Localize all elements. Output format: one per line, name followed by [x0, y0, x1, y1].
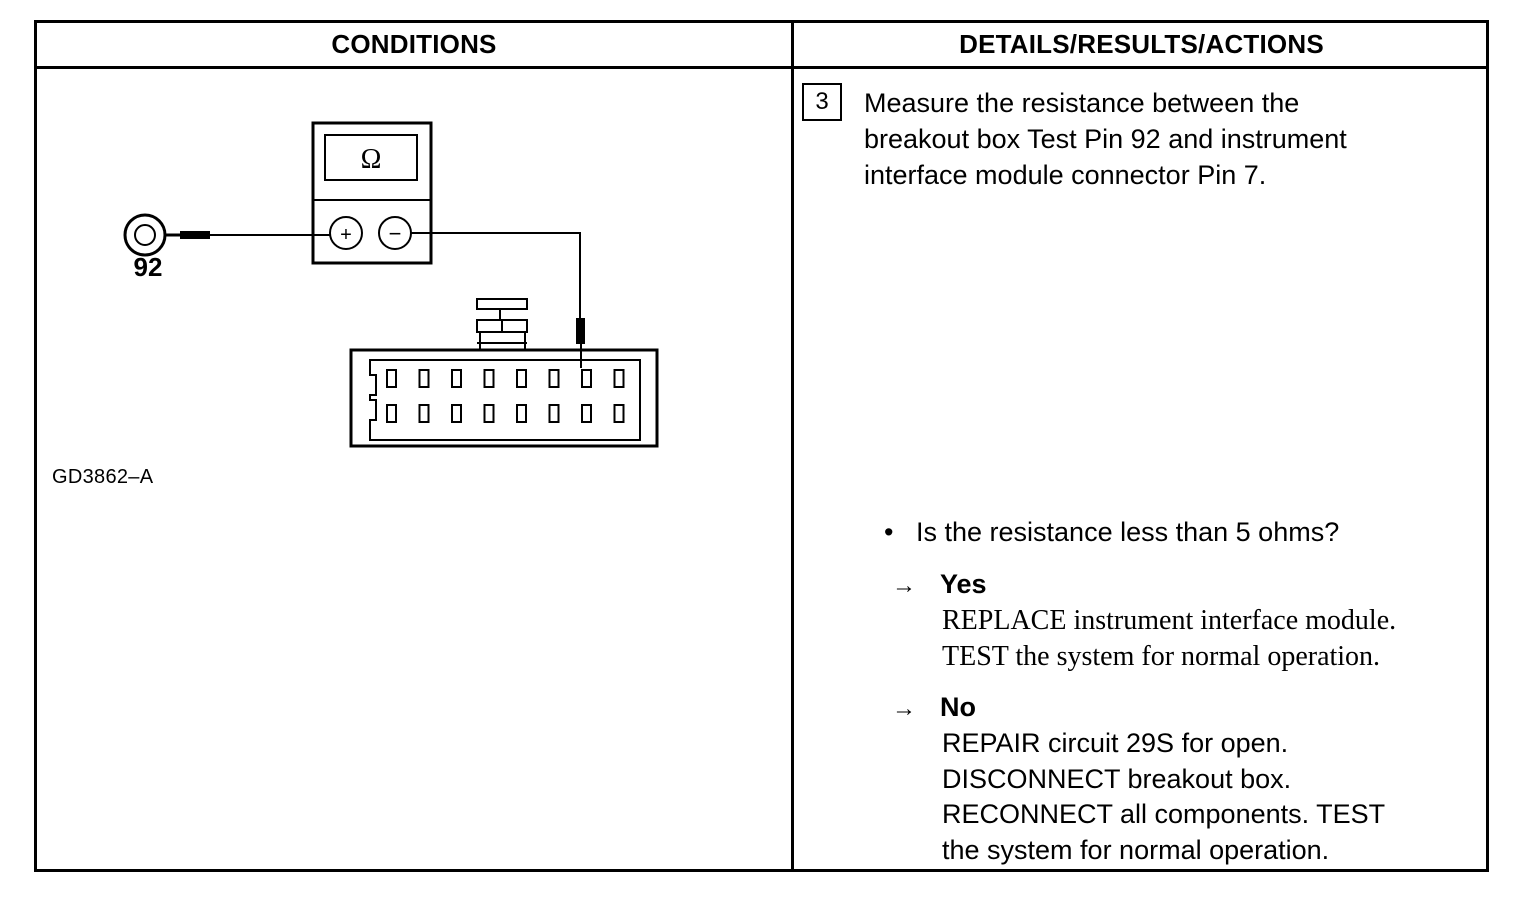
step-instruction: Measure the resistance between the break… [864, 85, 1464, 193]
connector-pin-slot [516, 404, 527, 423]
question-text: Is the resistance less than 5 ohms? [916, 517, 1340, 547]
connector-pin-slot [386, 369, 397, 388]
probe-icon [411, 232, 585, 368]
action-line: REPAIR circuit 29S for open. [942, 728, 1289, 758]
test-pin-icon: 92 [123, 213, 330, 282]
connector-pin-slot [418, 404, 430, 423]
details-header: DETAILS/RESULTS/ACTIONS [959, 29, 1324, 59]
connector-pin-slot [581, 404, 592, 423]
connector-pin-slot [386, 404, 397, 423]
table-header-row: CONDITIONS DETAILS/RESULTS/ACTIONS [37, 23, 1486, 69]
action-line: DISCONNECT breakout box. [942, 763, 1292, 794]
connector-pin-slot [418, 369, 430, 388]
no-label: No [940, 692, 976, 722]
wiring-diagram: Ω + − 92 [123, 121, 659, 448]
yes-label: Yes [940, 569, 987, 599]
bullet-icon: • [884, 517, 894, 547]
connector-pin-slot [613, 369, 625, 388]
connector-pin-slot [516, 369, 527, 388]
no-actions: REPAIR circuit 29S for open. DISCONNECT … [942, 726, 1385, 868]
pin-92-label: 92 [134, 252, 163, 282]
connector-pin-slot [451, 404, 462, 423]
step-line: breakout box Test Pin 92 and instrument [864, 124, 1347, 154]
answer-no: → No [892, 689, 976, 727]
answer-yes: → Yes [892, 566, 987, 604]
step-line: interface module connector Pin 7. [864, 160, 1267, 190]
diagnostic-table: CONDITIONS DETAILS/RESULTS/ACTIONS [34, 20, 1489, 872]
plus-terminal-symbol: + [340, 224, 352, 246]
question: • Is the resistance less than 5 ohms? [884, 514, 1339, 550]
figure-id: GD3862–A [52, 466, 154, 488]
step-line: Measure the resistance between the [864, 88, 1300, 118]
yes-actions: REPLACE instrument interface module. TES… [942, 603, 1396, 675]
connector-pin-slot [483, 404, 495, 423]
action-line: TEST the system for normal operation. [942, 641, 1381, 672]
arrow-right-icon: → [892, 695, 916, 722]
connector-icon [349, 298, 659, 448]
connector-pin-slot [548, 369, 560, 388]
conditions-header: CONDITIONS [331, 29, 497, 59]
action-line: RECONNECT all components. TEST [942, 799, 1386, 829]
connector-pin-slot [483, 369, 495, 388]
connector-pin-slot [548, 404, 560, 423]
step-number-box: 3 [802, 83, 842, 121]
ohmmeter-icon: Ω + − [311, 121, 433, 265]
connector-pin-slot [451, 369, 462, 388]
ohm-symbol: Ω [361, 144, 382, 175]
connector-pin-slot [581, 369, 592, 388]
arrow-right-icon: → [892, 572, 916, 599]
action-line: the system for normal operation. [942, 834, 1330, 865]
connector-pin-slot [613, 404, 625, 423]
action-line: REPLACE instrument interface module. [942, 605, 1397, 636]
minus-terminal-symbol: − [389, 221, 402, 246]
column-divider [791, 23, 794, 869]
